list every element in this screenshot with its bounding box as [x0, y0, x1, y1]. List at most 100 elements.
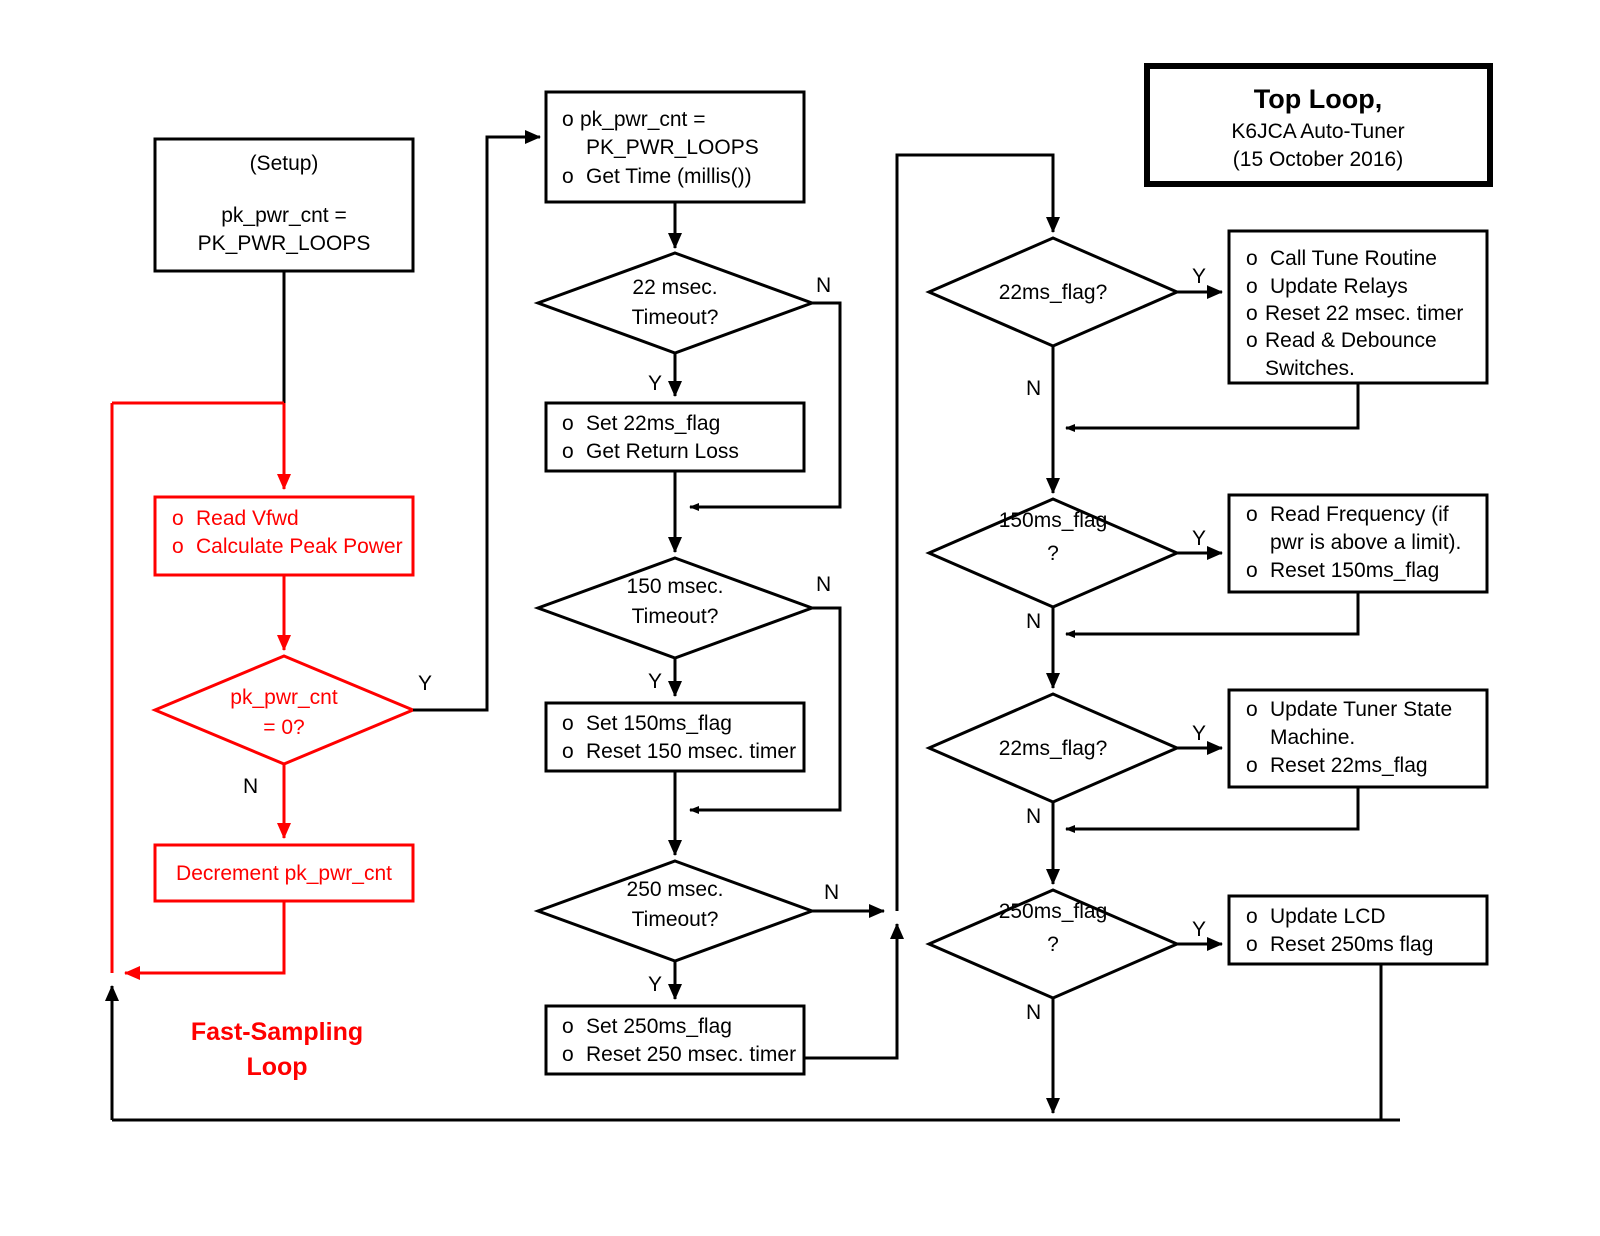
act22a-line-4: Read & Debounce — [1265, 329, 1437, 352]
decision-22ms-flag-a: 22ms_flag? — [925, 236, 1181, 348]
connector-act22b-return — [1065, 787, 1360, 833]
dec250-no-label: N — [824, 881, 839, 904]
dec250a-line-2: ? — [1047, 933, 1059, 956]
connector-dec150-no-bypass — [689, 606, 842, 814]
act250-bullet-1: o — [562, 1015, 574, 1038]
setup-line-3: PK_PWR_LOOPS — [198, 232, 371, 255]
act150-bullet-2: o — [562, 740, 574, 763]
read-box-bullet-1: o — [172, 507, 184, 530]
act22-line-2: Get Return Loss — [586, 440, 739, 463]
action-250ms-box: o Set 250ms_flag o Reset 250 msec. timer — [544, 1004, 806, 1076]
fast-sampling-loop-label-1: Fast-Sampling — [191, 1018, 363, 1046]
act22b-line-3: Reset 22ms_flag — [1270, 754, 1428, 777]
act22-bullet-1: o — [562, 412, 574, 435]
decision-line-2: = 0? — [263, 716, 304, 739]
decision-22msec-timeout: 22 msec. Timeout? — [533, 251, 817, 355]
dec22b-line-1: 22ms_flag? — [999, 737, 1108, 760]
decision-22ms-flag-b: 22ms_flag? — [925, 692, 1181, 804]
dec250a-line-1: 250ms_flag — [999, 900, 1108, 923]
connector-dec22-no-bypass — [689, 301, 842, 511]
act250-line-2: Reset 250 msec. timer — [586, 1043, 796, 1066]
read-box-line-2: Calculate Peak Power — [196, 535, 403, 558]
dec150-line-1: 150 msec. — [627, 575, 724, 598]
connector-yes-to-init-box — [413, 130, 541, 712]
decision-yes-label: Y — [418, 672, 432, 695]
act22a-line-3: Reset 22 msec. timer — [1265, 302, 1463, 325]
decision-line-1: pk_pwr_cnt — [230, 686, 338, 709]
title-main: Top Loop, — [1254, 84, 1382, 114]
dec22-no-label: N — [816, 274, 831, 297]
dec250-yes-label: Y — [648, 973, 662, 996]
connector-decrement-loopback — [124, 901, 286, 980]
act250a-line-2: Reset 250ms flag — [1270, 933, 1433, 956]
action-update-lcd-box: o Update LCD o Reset 250ms flag — [1227, 894, 1489, 966]
dec22a-no-label: N — [1026, 377, 1041, 400]
dec150a-line-1: 150ms_flag — [999, 509, 1108, 532]
act250-bullet-2: o — [562, 1043, 574, 1066]
fast-sampling-loop-label-2: Loop — [246, 1053, 307, 1081]
dec22-line-2: Timeout? — [632, 306, 719, 329]
act150a-bullet-1: o — [1246, 503, 1258, 526]
title-box: Top Loop, K6JCA Auto-Tuner (15 October 2… — [1144, 63, 1493, 187]
act150a-line-3: Reset 150ms_flag — [1270, 559, 1439, 582]
action-150ms-box: o Set 150ms_flag o Reset 150 msec. timer — [544, 701, 806, 773]
act150-bullet-1: o — [562, 712, 574, 735]
init-line-2: PK_PWR_LOOPS — [586, 136, 759, 159]
decision-250msec-timeout: 250 msec. Timeout? — [533, 859, 817, 963]
act150a-bullet-2: o — [1246, 559, 1258, 582]
init-bullet-2: o — [562, 165, 574, 188]
init-line-3: Get Time (millis()) — [586, 165, 752, 188]
init-line-1: pk_pwr_cnt = — [580, 108, 706, 131]
connector-merge-to-right-column — [895, 153, 1060, 911]
decision-150ms-flag: 150ms_flag ? — [925, 497, 1181, 609]
decrement-box: Decrement pk_pwr_cnt — [153, 843, 415, 903]
act150a-line-1: Read Frequency (if — [1270, 503, 1449, 526]
title-date: (15 October 2016) — [1233, 148, 1403, 171]
dec150a-line-2: ? — [1047, 542, 1059, 565]
dec22b-yes-label: Y — [1192, 722, 1206, 745]
dec150-line-2: Timeout? — [632, 605, 719, 628]
act22-bullet-2: o — [562, 440, 574, 463]
action-22ms-box: o Set 22ms_flag o Get Return Loss — [544, 401, 806, 473]
act150-line-2: Reset 150 msec. timer — [586, 740, 796, 763]
act150-line-1: Set 150ms_flag — [586, 712, 732, 735]
act22b-line-2: Machine. — [1270, 726, 1355, 749]
act22a-bullet-4: o — [1246, 329, 1258, 352]
action-read-frequency-box: o Read Frequency (if pwr is above a limi… — [1227, 493, 1489, 594]
dec22b-no-label: N — [1026, 805, 1041, 828]
setup-box: (Setup) pk_pwr_cnt = PK_PWR_LOOPS — [153, 137, 415, 273]
connector-act150a-return — [1065, 592, 1360, 638]
action-tune-routine-box: o Call Tune Routine o Update Relays o Re… — [1227, 229, 1489, 385]
act22a-line-5: Switches. — [1265, 357, 1355, 380]
act22a-bullet-2: o — [1246, 275, 1258, 298]
act250-line-1: Set 250ms_flag — [586, 1015, 732, 1038]
init-bullet-1: o — [562, 108, 574, 131]
act22b-line-1: Update Tuner State — [1270, 698, 1452, 721]
dec150-yes-label: Y — [648, 670, 662, 693]
init-pk-pwr-box: o pk_pwr_cnt = PK_PWR_LOOPS o Get Time (… — [544, 90, 806, 204]
dec150a-no-label: N — [1026, 610, 1041, 633]
act22b-bullet-2: o — [1246, 754, 1258, 777]
read-vfwd-box: o Read Vfwd o Calculate Peak Power — [153, 495, 415, 577]
decision-150msec-timeout: 150 msec. Timeout? — [533, 556, 817, 660]
act250a-bullet-2: o — [1246, 933, 1258, 956]
title-subtitle: K6JCA Auto-Tuner — [1231, 120, 1404, 143]
act22b-bullet-1: o — [1246, 698, 1258, 721]
dec22-line-1: 22 msec. — [632, 276, 717, 299]
decision-250ms-flag: 250ms_flag ? — [925, 888, 1181, 1000]
connector-act22a-return — [1065, 383, 1360, 432]
decrement-line-1: Decrement pk_pwr_cnt — [176, 862, 392, 885]
dec250a-yes-label: Y — [1192, 918, 1206, 941]
read-box-bullet-2: o — [172, 535, 184, 558]
dec250-line-2: Timeout? — [632, 908, 719, 931]
act22-line-1: Set 22ms_flag — [586, 412, 720, 435]
act250a-bullet-1: o — [1246, 905, 1258, 928]
act150a-line-2: pwr is above a limit). — [1270, 531, 1461, 554]
act22a-line-1: Call Tune Routine — [1270, 247, 1437, 270]
connector-act250-to-merge — [804, 923, 904, 1060]
pk-pwr-cnt-decision: pk_pwr_cnt = 0? — [151, 654, 417, 766]
act250a-line-1: Update LCD — [1270, 905, 1386, 928]
action-tuner-state-box: o Update Tuner State Machine. o Reset 22… — [1227, 688, 1489, 789]
